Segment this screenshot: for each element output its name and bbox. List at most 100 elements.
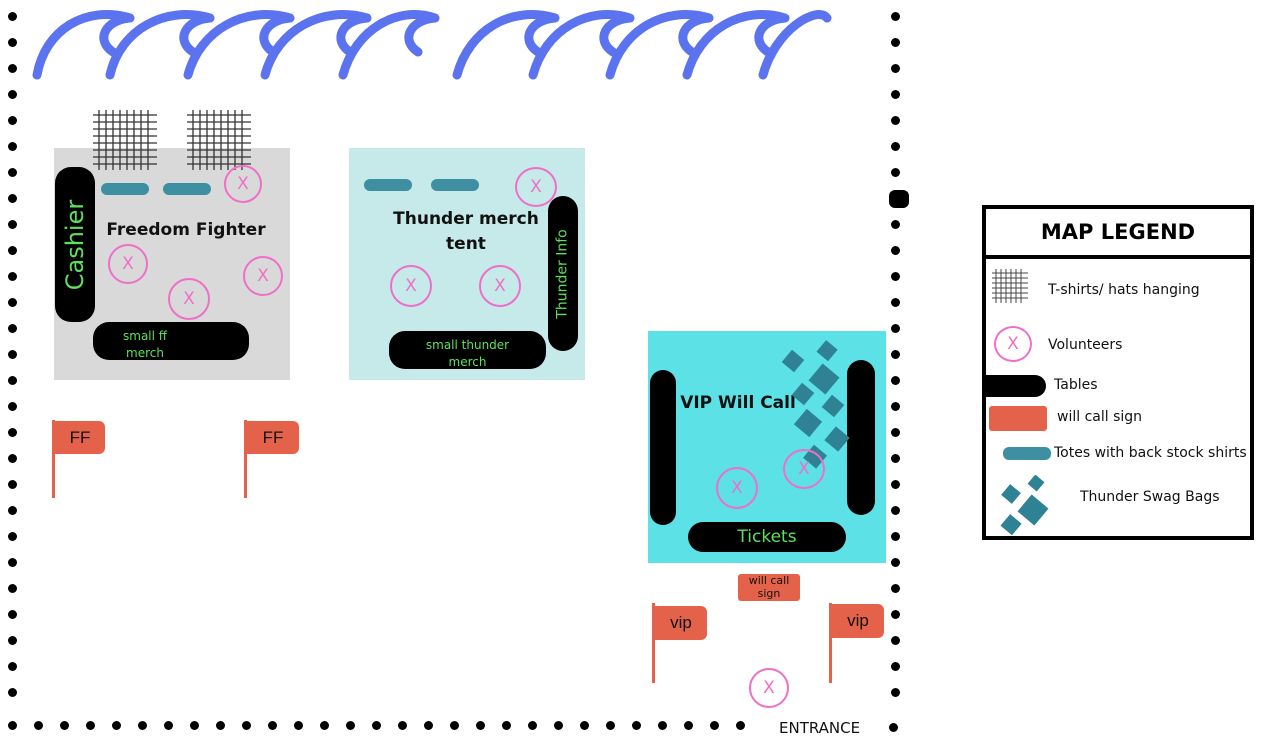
boundary-dot (8, 90, 17, 99)
boundary-dot (891, 116, 900, 125)
volunteer-icon: X (168, 278, 210, 320)
boundary-dot (891, 506, 900, 515)
thunder-info-table: Thunder Info (548, 196, 578, 351)
tshirt-grid-icon (187, 110, 251, 170)
tote-icon (163, 183, 211, 195)
boundary-dot (8, 350, 17, 359)
small-ff-merch-table: small ff merch (93, 322, 249, 360)
boundary-dot (8, 558, 17, 567)
small-thunder-merch-label: small thunder merch (425, 338, 510, 369)
boundary-dot (606, 721, 615, 730)
boundary-dot (891, 428, 900, 437)
boundary-dot (891, 324, 900, 333)
boundary-dot (8, 480, 17, 489)
boundary-dot (320, 721, 329, 730)
tote-icon (101, 183, 149, 195)
boundary-dot (164, 721, 173, 730)
boundary-dot (736, 721, 745, 730)
flag-pole (652, 603, 655, 683)
volunteer-icon: X (783, 449, 825, 489)
boundary-dot (8, 454, 17, 463)
boundary-dot (8, 532, 17, 541)
boundary-dot (8, 636, 17, 645)
boundary-dot (8, 402, 17, 411)
boundary-dot (8, 220, 17, 229)
boundary-dot (8, 721, 17, 730)
volunteer-icon: X (716, 467, 758, 509)
boundary-dot (268, 721, 277, 730)
waves (32, 10, 832, 80)
boundary-dot (8, 662, 17, 671)
boundary-dot (8, 12, 17, 21)
tote-icon (1003, 447, 1051, 460)
volunteer-icon: X (108, 244, 148, 284)
legend-label-tshirts: T-shirts/ hats hanging (1048, 282, 1200, 298)
flag-ff-right-label: FF (262, 427, 284, 447)
flag-vip-left: vip (655, 606, 707, 640)
boundary-dot (891, 38, 900, 47)
boundary-dot (294, 721, 303, 730)
flag-ff-left: FF (55, 421, 105, 454)
boundary-dot (889, 723, 898, 732)
boundary-dot (658, 721, 667, 730)
boundary-dot (34, 721, 43, 730)
boundary-dot (372, 721, 381, 730)
legend-label-tables: Tables (1054, 377, 1098, 393)
boundary-dot (8, 168, 17, 177)
boundary-dot (891, 12, 900, 21)
volunteer-icon: X (224, 165, 262, 203)
legend-label-swag-bags: Thunder Swag Bags (1080, 489, 1220, 505)
flag-vip-left-label: vip (670, 613, 692, 632)
boundary-dot (891, 298, 900, 307)
boundary-dot (86, 721, 95, 730)
small-thunder-merch-table: small thunder merch (389, 331, 546, 369)
tshirt-grid-icon (93, 110, 157, 170)
boundary-dot (8, 506, 17, 515)
thunder-info-label: Thunder Info (555, 228, 571, 319)
boundary-dot (8, 194, 17, 203)
boundary-dot (8, 246, 17, 255)
tote-icon (431, 179, 479, 191)
boundary-dot (216, 721, 225, 730)
boundary-dot (528, 721, 537, 730)
boundary-dot (580, 721, 589, 730)
boundary-dot (891, 246, 900, 255)
boundary-dot (8, 324, 17, 333)
legend-title: MAP LEGEND (986, 209, 1250, 259)
boundary-dot (8, 116, 17, 125)
boundary-dot (891, 636, 900, 645)
cashier-table: Cashier (55, 167, 95, 322)
boundary-dot (398, 721, 407, 730)
boundary-dot (8, 584, 17, 593)
will-call-sign-label: will call sign (748, 574, 790, 600)
thunder-merch-title: Thunder merch tent (393, 209, 539, 254)
boundary-dot (8, 298, 17, 307)
boundary-dot (891, 350, 900, 359)
boundary-dot (8, 272, 17, 281)
boundary-dot (112, 721, 121, 730)
freedom-fighter-title: Freedom Fighter (106, 220, 266, 240)
vip-will-call-title: VIP Will Call (680, 393, 796, 413)
boundary-dot (554, 721, 563, 730)
boundary-dot (684, 721, 693, 730)
flag-pole (829, 603, 832, 683)
boundary-dot (632, 721, 641, 730)
volunteer-icon: X (515, 167, 557, 207)
boundary-dot (891, 142, 900, 151)
boundary-dot (8, 38, 17, 47)
boundary-dot (346, 721, 355, 730)
will-call-sign: will call sign (738, 574, 800, 601)
flag-ff-right: FF (247, 421, 299, 454)
boundary-dot (424, 721, 433, 730)
boundary-dot (891, 480, 900, 489)
boundary-dot (8, 610, 17, 619)
boundary-dot (891, 662, 900, 671)
table-icon (986, 375, 1046, 397)
swag-bag-icon (1000, 475, 1049, 536)
map-legend: MAP LEGEND T-shirts/ hats hanging X Volu… (982, 205, 1254, 540)
volunteer-icon: X (390, 265, 432, 307)
boundary-dot (891, 90, 900, 99)
boundary-dot (450, 721, 459, 730)
boundary-dot (891, 402, 900, 411)
boundary-dot (891, 168, 900, 177)
